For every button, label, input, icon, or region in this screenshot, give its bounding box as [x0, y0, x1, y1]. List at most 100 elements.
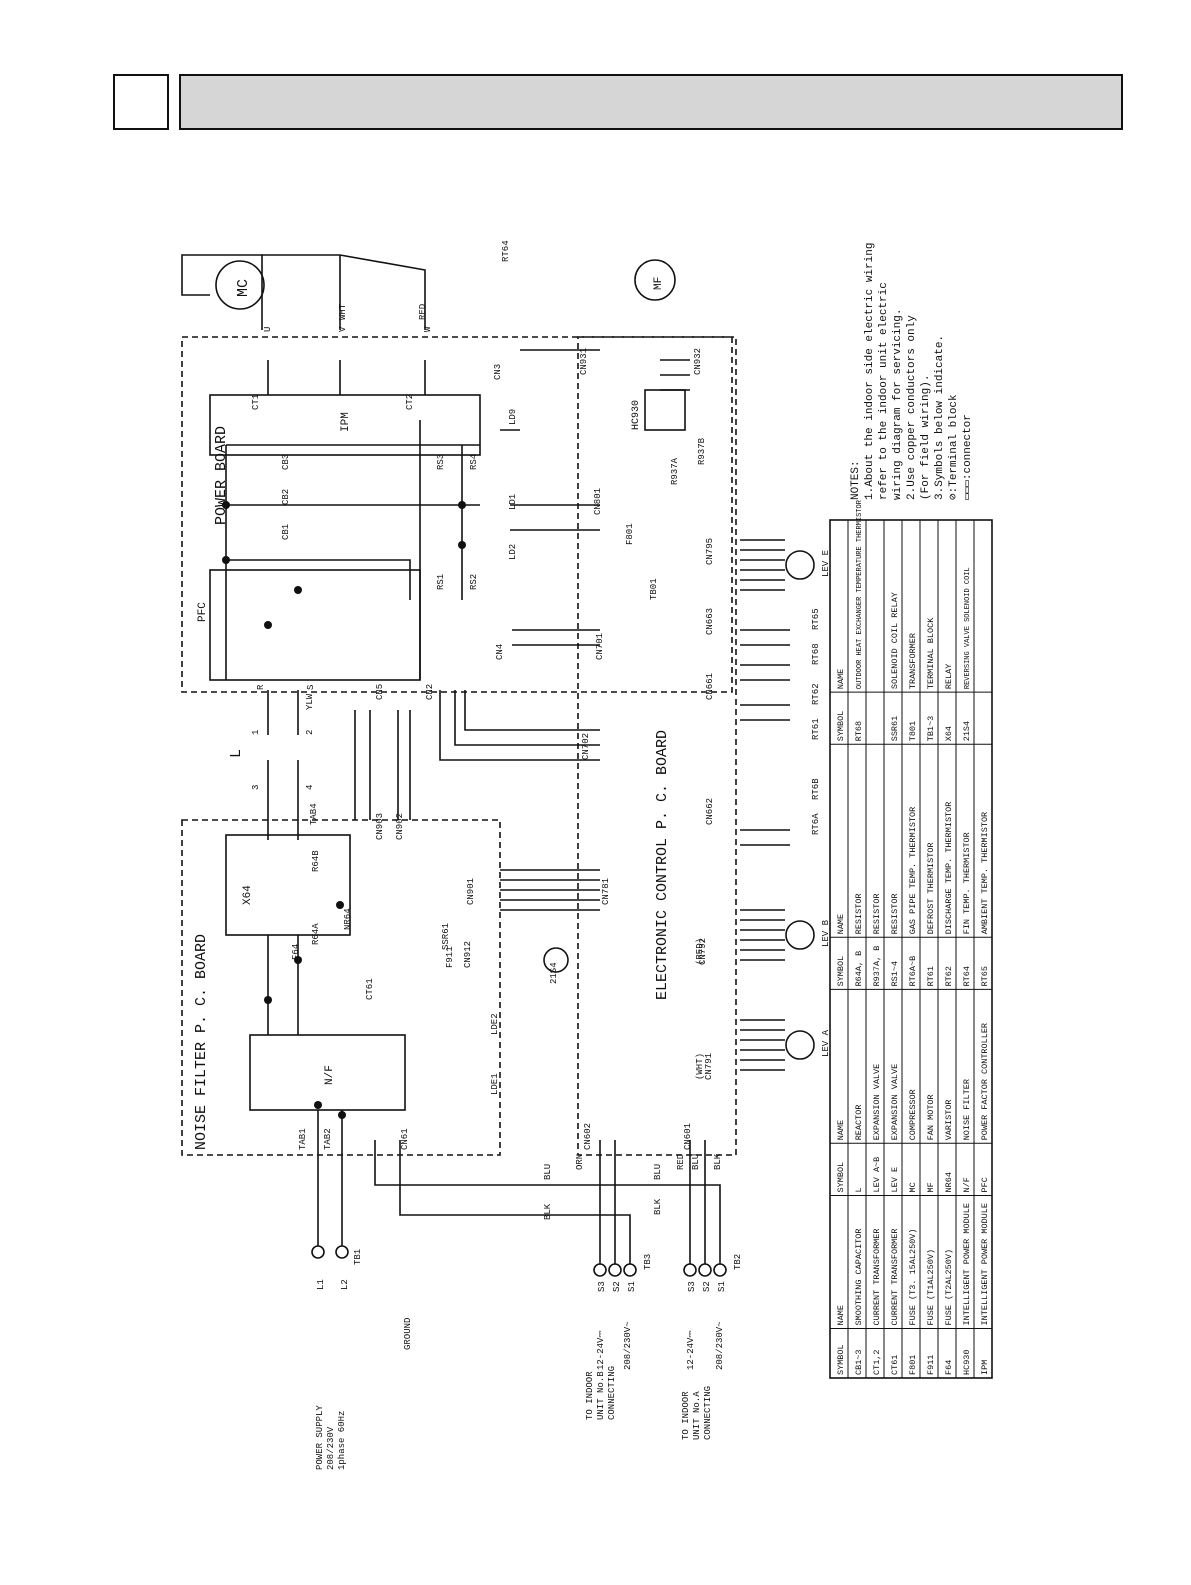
- indoor-b-v1: 12-24V⎓: [596, 1330, 606, 1370]
- legend-frame: [829, 519, 993, 1379]
- tb3-s1: S1: [627, 1281, 637, 1292]
- diagram-label-7: BLK: [713, 1153, 723, 1170]
- diagram-label-13: LDE1: [490, 1073, 500, 1095]
- legend-cell: F64: [944, 1360, 954, 1375]
- block-titles: NOISE FILTER P. C. BOARD POWER BOARD ELE…: [193, 277, 671, 1150]
- tb3-s2: S2: [612, 1281, 622, 1292]
- legend-cell: 21S4: [962, 721, 972, 741]
- diagram-label-70: RT6B: [811, 778, 821, 800]
- tb1-l2: L2: [340, 1279, 350, 1290]
- diagram-label-18: SSR61: [441, 923, 451, 950]
- notes-line-2: wiring diagram for servicing.: [892, 309, 904, 500]
- legend-cell: RT64: [962, 966, 972, 986]
- diagram-label-37: LD1: [508, 494, 518, 510]
- legend-cell: T801: [908, 721, 918, 741]
- legend-cell: TERMINAL BLOCK: [926, 617, 936, 689]
- legend-cell: SOLENOID COIL RELAY: [890, 592, 900, 689]
- legend-cell: LEV E: [890, 1167, 900, 1193]
- diagram-label-69: RT6A: [811, 813, 821, 835]
- diagram-label-75: LEV A: [821, 1029, 831, 1057]
- diagram-label-29: CN5: [375, 684, 385, 700]
- legend-cell: DISCHARGE TEMP. THERMISTOR: [944, 802, 954, 935]
- tb1-label: TB1: [353, 1249, 363, 1265]
- diagram-label-0: BLK: [543, 1203, 553, 1220]
- external-labels: POWER SUPPLY 208/230V 1phase 60Hz GROUND…: [315, 1249, 743, 1470]
- diagram-label-35: F801: [625, 523, 635, 545]
- legend-cell: LEV A~B: [872, 1157, 882, 1193]
- diagram-label-10: CN61: [400, 1128, 410, 1150]
- diagram-label-34: CN801: [593, 488, 603, 515]
- legend-cell: RT62: [944, 966, 954, 986]
- diagram-label-44: CB1: [281, 524, 291, 540]
- diagram-label-56: S: [306, 685, 316, 690]
- notes-line-5: 3.Symbols below indicate.: [934, 335, 946, 500]
- diagram-label-12: CN601: [683, 1123, 693, 1150]
- legend-cell: CT1,2: [872, 1349, 882, 1375]
- notes-line-3: 2.Use copper conductors only: [906, 315, 918, 500]
- legend-cell: RESISTOR: [854, 893, 864, 934]
- tb2-s3: S3: [687, 1281, 697, 1292]
- tb3-label: TB3: [643, 1254, 653, 1270]
- tb2-s1: S1: [717, 1281, 727, 1292]
- diagram-label-33: CN4: [495, 644, 505, 660]
- diagram-label-41: RS2: [469, 574, 479, 590]
- diagram-label-43: RS4: [469, 454, 479, 470]
- power-board: [181, 336, 733, 693]
- legend-cell: SMOOTHING CAPACITOR: [854, 1229, 864, 1326]
- diagram-label-47: CT1: [251, 394, 261, 410]
- legend-cell: POWER FACTOR CONTROLLER: [980, 1023, 990, 1140]
- indoor-b-line1: TO INDOOR: [585, 1371, 595, 1420]
- legend-cell: MF: [926, 1182, 936, 1192]
- diagram-label-1: BLU: [543, 1164, 553, 1180]
- legend-cell: INTELLIGENT POWER MODULE: [980, 1203, 990, 1325]
- legend-cell: N/F: [962, 1177, 972, 1192]
- legend-cell: FAN MOTOR: [926, 1094, 936, 1140]
- legend-cell: L: [854, 1187, 864, 1192]
- diagram-label-14: LDE2: [490, 1013, 500, 1035]
- indoor-b-line3: CONNECTING: [607, 1366, 617, 1420]
- legend-cell: VARISTOR: [944, 1099, 954, 1140]
- legend-cell: EXPANSION VALVE: [890, 1064, 900, 1141]
- legend-cell: SSR61: [890, 716, 900, 742]
- terminals: [311, 1245, 727, 1277]
- tb3-s3: S3: [597, 1281, 607, 1292]
- legend-cell: EXPANSION VALVE: [872, 1064, 882, 1141]
- diagram-label-64: CN792: [698, 938, 708, 965]
- legend-cell: TRANSFORMER: [908, 633, 918, 689]
- diagram-label-55: R: [256, 684, 266, 690]
- diagram-label-46: CB3: [281, 454, 291, 470]
- legend-header: SYMBOL: [836, 1344, 846, 1375]
- compressor-label: MC: [235, 279, 252, 297]
- indoor-b-line2: UNIT No.B: [596, 1371, 606, 1420]
- legend-cell: REVERSING VALVE SOLENOID COIL: [964, 567, 972, 689]
- ipm-box: [209, 394, 481, 456]
- diagram-label-22: R64A: [311, 923, 321, 945]
- legend-cell: RT6A~B: [908, 956, 918, 987]
- tb1-l1: L1: [316, 1279, 326, 1290]
- diagram-label-58: RT64: [501, 240, 511, 262]
- diagram-label-83: 4: [305, 785, 315, 790]
- diagram-label-73: RT68: [811, 643, 821, 665]
- diagram-label-48: CT2: [405, 394, 415, 410]
- diagram-label-66: CN661: [705, 673, 715, 700]
- legend-cell: RESISTOR: [872, 893, 882, 934]
- lev-a-coil: [785, 1030, 815, 1060]
- diagram-label-78: (WHT): [695, 1053, 705, 1080]
- diagram-label-61: R937A: [670, 457, 680, 485]
- notes: NOTES: 1.About the indoor side electric …: [850, 243, 974, 500]
- notes-heading: NOTES:: [850, 460, 862, 500]
- diagram-label-72: RT62: [811, 683, 821, 705]
- diagram-label-15: F911: [445, 946, 455, 968]
- diagram-label-40: RS1: [436, 574, 446, 590]
- legend-header: NAME: [836, 914, 846, 934]
- diagram-label-21: NR64: [343, 908, 353, 930]
- diagram-label-57: CN3: [493, 364, 503, 380]
- legend-cell: REACTOR: [854, 1105, 864, 1141]
- diagram-label-50: V: [338, 326, 348, 332]
- diagram-label-31: CN702: [581, 733, 591, 760]
- indoor-b-v2: 208/230V~: [623, 1321, 633, 1370]
- legend-header: SYMBOL: [836, 1162, 846, 1193]
- diagram-label-26: CN781: [601, 878, 611, 905]
